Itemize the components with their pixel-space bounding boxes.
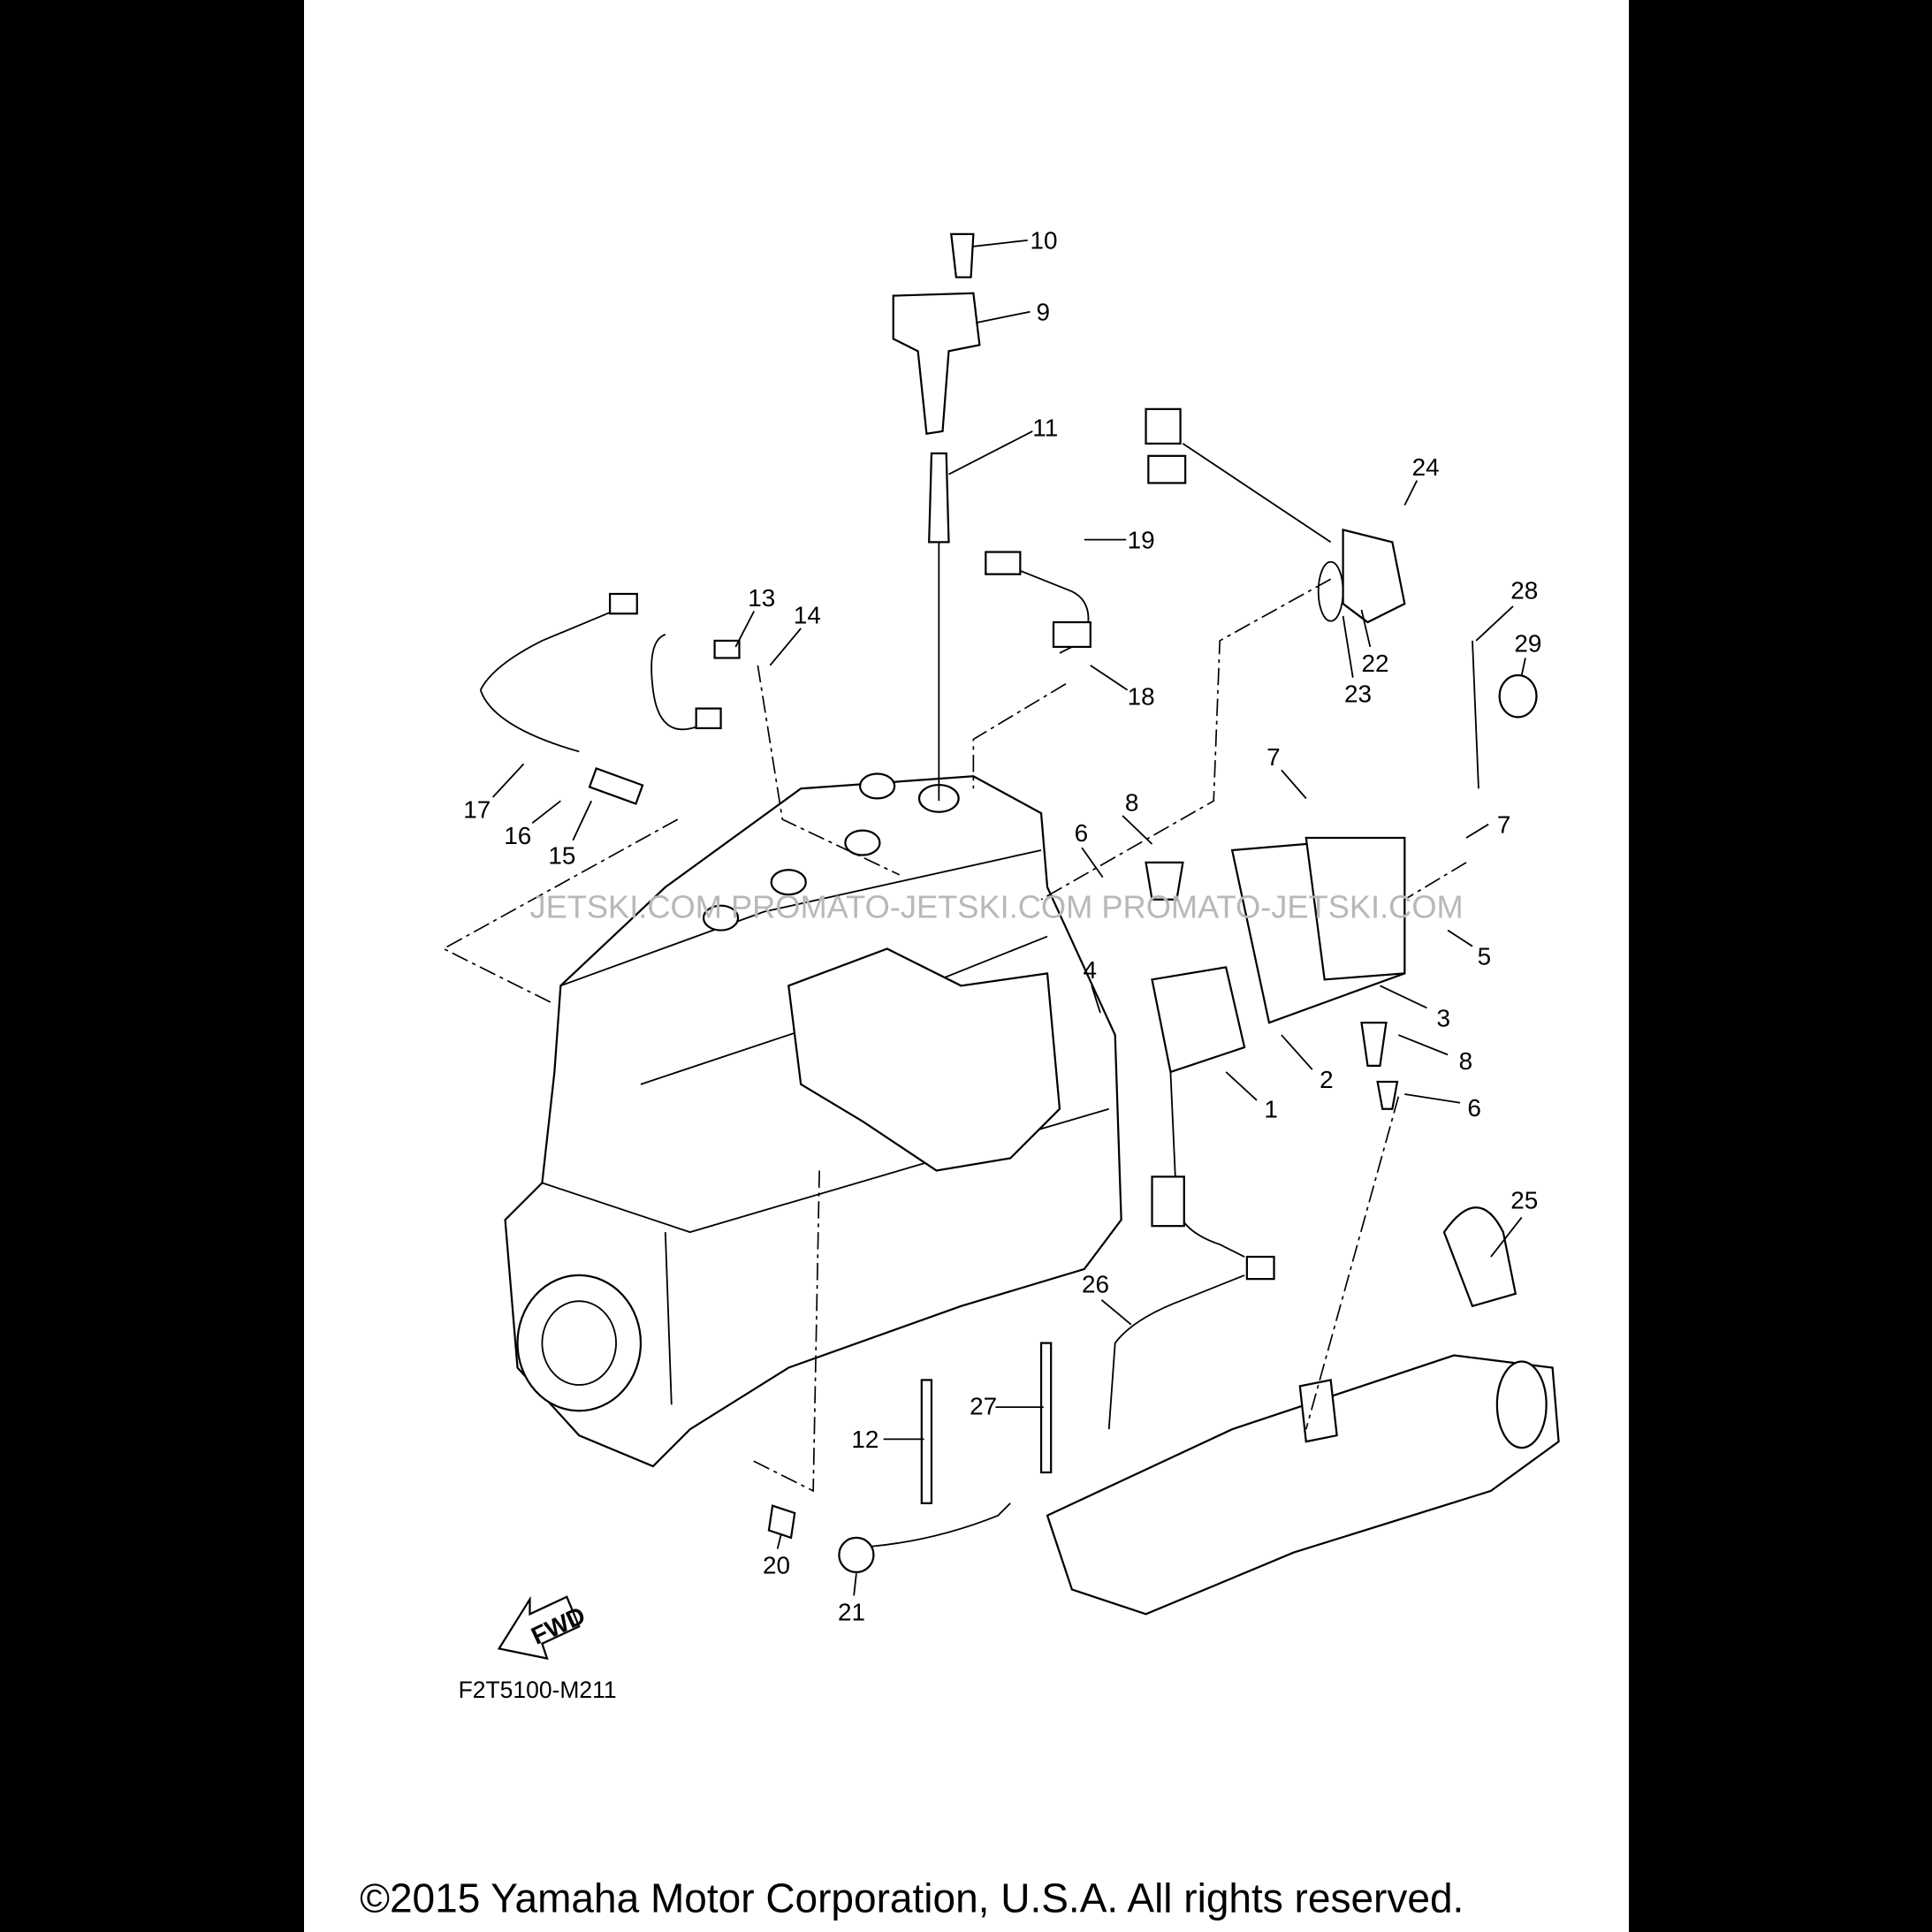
- callout-19: 19: [1128, 526, 1155, 553]
- callout-27: 27: [970, 1392, 997, 1419]
- callout-13: 13: [748, 584, 775, 612]
- callout-25: 25: [1510, 1187, 1538, 1214]
- callout-11: 11: [1032, 415, 1058, 442]
- callout-8: 8: [1459, 1047, 1473, 1075]
- callout-1: 1: [1264, 1095, 1278, 1122]
- forward-direction-arrow: FWD: [497, 1595, 589, 1660]
- callout-9: 9: [1036, 298, 1050, 325]
- callout-20: 20: [763, 1551, 790, 1578]
- leader-lines: [491, 239, 1526, 1596]
- callout-3: 3: [1437, 1004, 1451, 1031]
- callout-7: 7: [1497, 810, 1511, 838]
- callout-12: 12: [851, 1426, 879, 1453]
- callout-4: 4: [1083, 956, 1097, 984]
- callout-21: 21: [838, 1598, 865, 1625]
- callout-26: 26: [1082, 1270, 1109, 1297]
- callout-6: 6: [1467, 1094, 1481, 1122]
- callout-18: 18: [1128, 682, 1155, 710]
- ignition-coil: [892, 232, 981, 802]
- callout-5: 5: [1478, 943, 1492, 970]
- callout-10: 10: [1030, 227, 1057, 255]
- callout-numbers: 10 9 11 24 19 13 14 28 29 22 23 18 7 7 8…: [463, 227, 1541, 1626]
- callout-8: 8: [1125, 788, 1139, 816]
- callout-15: 15: [548, 841, 575, 869]
- callout-22: 22: [1362, 650, 1389, 677]
- callout-23: 23: [1344, 681, 1372, 708]
- callout-7: 7: [1266, 743, 1281, 771]
- callout-16: 16: [504, 822, 531, 849]
- engine-block: [504, 772, 1122, 1468]
- callout-24: 24: [1412, 453, 1440, 481]
- watermark: JETSKI.COM PROMATO-JETSKI.COM PROMATO-JE…: [529, 889, 1463, 925]
- callout-14: 14: [794, 601, 821, 628]
- assembly-guide-lines: [442, 578, 1467, 1493]
- copyright-notice: ©2015 Yamaha Motor Corporation, U.S.A. A…: [360, 1875, 1464, 1921]
- callout-6: 6: [1075, 819, 1089, 847]
- callout-17: 17: [463, 796, 491, 824]
- callout-28: 28: [1510, 577, 1538, 605]
- sensors: [479, 407, 1538, 1574]
- drawing-code: F2T5100-M211: [459, 1677, 617, 1703]
- exhaust-manifold: [1046, 1354, 1560, 1616]
- callout-2: 2: [1320, 1066, 1334, 1093]
- callout-29: 29: [1514, 629, 1541, 657]
